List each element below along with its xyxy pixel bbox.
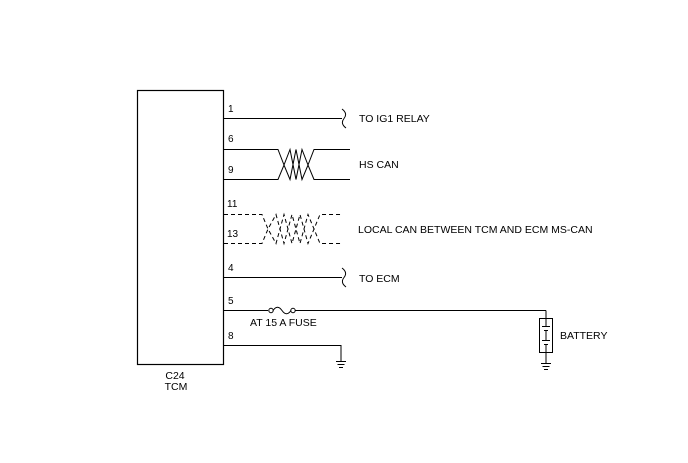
- battery-label: BATTERY: [560, 330, 607, 342]
- pin-9-label: 9: [228, 165, 234, 176]
- pin-1-label: 1: [228, 104, 234, 115]
- connector-break-symbol: [341, 108, 347, 129]
- circuit-ig1-relay: 1 TO IG1 RELAY: [224, 104, 430, 129]
- pin-11-label: 11: [227, 199, 238, 210]
- wire-pin-8: [224, 345, 342, 361]
- connector-label: C24: [165, 370, 184, 382]
- ground-icon: [336, 361, 346, 368]
- connector-break-symbol: [341, 267, 347, 288]
- pin-6-label: 6: [228, 134, 234, 145]
- circuit-battery: 5 AT 15 A FUSE BATTERY: [224, 296, 607, 370]
- wire-pin-13: [224, 212, 342, 246]
- hs-can-label: HS CAN: [359, 159, 399, 171]
- tcm-module-box: [136, 89, 225, 366]
- circuit-to-ecm: 4 TO ECM: [224, 263, 400, 288]
- fuse-label: AT 15 A FUSE: [250, 317, 317, 329]
- circuit-local-can: 11 13 LOCAL CAN BETWEEN TCM AND ECM MS-C…: [224, 199, 593, 246]
- fuse-icon: [268, 306, 296, 315]
- pin-8-label: 8: [228, 331, 234, 342]
- wire-pin-11: [224, 212, 342, 246]
- circuit-ground: 8: [224, 331, 346, 368]
- battery-icon: [539, 318, 553, 353]
- local-can-label: LOCAL CAN BETWEEN TCM AND ECM MS-CAN: [358, 224, 593, 236]
- ground-icon: [541, 363, 551, 370]
- wire-pin-6: [224, 147, 350, 180]
- ig1-relay-label: TO IG1 RELAY: [359, 113, 430, 125]
- pin-5-label: 5: [228, 296, 234, 307]
- module-name-label: TCM: [165, 381, 188, 393]
- circuit-hs-can: 6 9 HS CAN: [224, 134, 399, 182]
- pin-13-label: 13: [227, 229, 239, 240]
- wire-pin-9: [224, 149, 350, 182]
- to-ecm-label: TO ECM: [359, 273, 400, 285]
- pin-4-label: 4: [228, 263, 234, 274]
